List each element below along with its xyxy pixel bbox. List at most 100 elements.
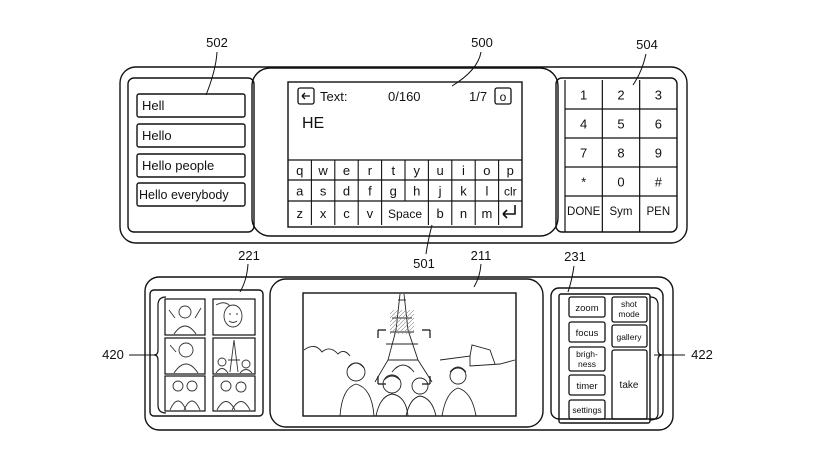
- suggestion-item-2[interactable]: [136, 123, 246, 148]
- camera-scene: [303, 293, 516, 417]
- top-center-screen: [287, 81, 523, 228]
- key-e[interactable]: e: [343, 163, 350, 178]
- shot-mode-label-line2: mode: [618, 309, 640, 319]
- settings-button[interactable]: [568, 399, 606, 420]
- suggestion-item-1[interactable]: [136, 93, 246, 118]
- thumbnail-5[interactable]: [164, 375, 206, 412]
- zoom-label: zoom: [575, 303, 598, 314]
- key-q[interactable]: q: [296, 163, 303, 178]
- leader-lines-bottom: [129, 263, 685, 356]
- back-button[interactable]: [297, 87, 315, 105]
- key-a[interactable]: a: [296, 184, 304, 199]
- numpad-key-7[interactable]: 8: [617, 146, 624, 161]
- shot-mode-button[interactable]: [611, 296, 648, 323]
- key-clr[interactable]: clr: [504, 185, 517, 199]
- key-o[interactable]: o: [483, 163, 490, 178]
- timer-button[interactable]: [568, 374, 606, 396]
- group-icon-5: [169, 380, 201, 411]
- bottom-right-panel: [550, 287, 664, 420]
- thumbnail-grid: [164, 298, 256, 412]
- key-y[interactable]: y: [413, 163, 420, 178]
- key-n[interactable]: n: [460, 206, 467, 221]
- numpad-pen-button[interactable]: PEN: [647, 206, 671, 218]
- key-l[interactable]: l: [485, 184, 488, 199]
- numpad-done-button[interactable]: DONE: [567, 206, 601, 218]
- key-r[interactable]: r: [368, 163, 373, 178]
- bottom-device: [144, 276, 674, 431]
- ref-label-502: 502: [206, 35, 228, 50]
- key-f[interactable]: f: [368, 184, 372, 199]
- page-indicator: 1/7: [469, 89, 487, 104]
- portrait-icon-1: [168, 305, 202, 335]
- numpad-key-5[interactable]: 6: [655, 117, 662, 132]
- thumbnail-4[interactable]: [212, 337, 256, 375]
- bottom-left-panel: [149, 289, 264, 417]
- suggestion-item-4[interactable]: [136, 182, 246, 207]
- options-icon: o: [500, 90, 507, 104]
- ref-label-211: 211: [471, 248, 492, 263]
- top-device: [119, 66, 688, 244]
- suggestion-item-3[interactable]: [136, 153, 246, 178]
- entered-text: HE: [302, 115, 324, 132]
- key-w[interactable]: w: [317, 163, 328, 178]
- numpad-key-2[interactable]: 3: [655, 88, 662, 103]
- key-k[interactable]: k: [460, 184, 467, 199]
- gallery-label: gallery: [616, 332, 642, 342]
- key-space[interactable]: Space: [388, 207, 422, 221]
- thumbnail-2[interactable]: [212, 298, 256, 336]
- key-g[interactable]: g: [390, 184, 397, 199]
- portrait-icon-3: [169, 342, 199, 374]
- numpad-key-11[interactable]: #: [655, 175, 663, 190]
- camera-control-panel: [558, 293, 651, 424]
- landmark-icon-4: [215, 339, 253, 374]
- thumbnail-6[interactable]: [212, 375, 256, 412]
- suggestion-label-2: Hello: [142, 128, 172, 143]
- key-j[interactable]: j: [438, 184, 442, 199]
- top-right-panel: [555, 77, 678, 233]
- focus-label: focus: [576, 328, 599, 339]
- key-c[interactable]: c: [343, 206, 350, 221]
- gallery-button[interactable]: [611, 324, 648, 348]
- numpad-key-6[interactable]: 7: [580, 146, 587, 161]
- thumbnail-3[interactable]: [164, 337, 206, 375]
- numpad-sym-button[interactable]: Sym: [610, 206, 633, 218]
- tower-sketch: [374, 293, 433, 383]
- key-p[interactable]: p: [507, 163, 514, 178]
- numpad-key-0[interactable]: 1: [580, 88, 587, 103]
- key-z[interactable]: z: [296, 206, 303, 221]
- leader-lines-top: [205, 51, 647, 255]
- ref-label-504: 504: [636, 37, 658, 52]
- bottom-center-bezel: [269, 278, 544, 428]
- key-v[interactable]: v: [367, 206, 374, 221]
- key-u[interactable]: u: [436, 163, 443, 178]
- focus-button[interactable]: [568, 321, 606, 343]
- key-h[interactable]: h: [413, 184, 420, 199]
- numpad-key-9[interactable]: *: [581, 175, 586, 190]
- thumbnail-1[interactable]: [164, 298, 206, 336]
- enter-icon[interactable]: [502, 205, 516, 219]
- grouping-braces: [153, 296, 663, 421]
- key-i[interactable]: i: [462, 163, 465, 178]
- key-d[interactable]: d: [343, 184, 350, 199]
- take-label: take: [620, 380, 639, 391]
- take-button[interactable]: [611, 349, 648, 420]
- options-button[interactable]: [494, 87, 512, 105]
- numpad-key-8[interactable]: 9: [655, 146, 662, 161]
- brightness-label-line1: brigh-: [576, 349, 598, 359]
- key-x[interactable]: x: [320, 206, 327, 221]
- numpad-key-1[interactable]: 2: [617, 88, 624, 103]
- ref-label-221: 221: [238, 248, 260, 263]
- key-b[interactable]: b: [436, 206, 443, 221]
- settings-label: settings: [572, 405, 601, 415]
- brightness-button[interactable]: [568, 346, 606, 372]
- key-m[interactable]: m: [481, 206, 492, 221]
- numpad-key-3[interactable]: 4: [580, 117, 587, 132]
- char-count: 0/160: [388, 89, 421, 104]
- zoom-button[interactable]: [568, 296, 606, 318]
- numpad-key-10[interactable]: 0: [617, 175, 624, 190]
- numpad-key-4[interactable]: 5: [617, 117, 624, 132]
- key-t[interactable]: t: [391, 163, 395, 178]
- key-s[interactable]: s: [320, 184, 327, 199]
- text-label: Text:: [320, 89, 347, 104]
